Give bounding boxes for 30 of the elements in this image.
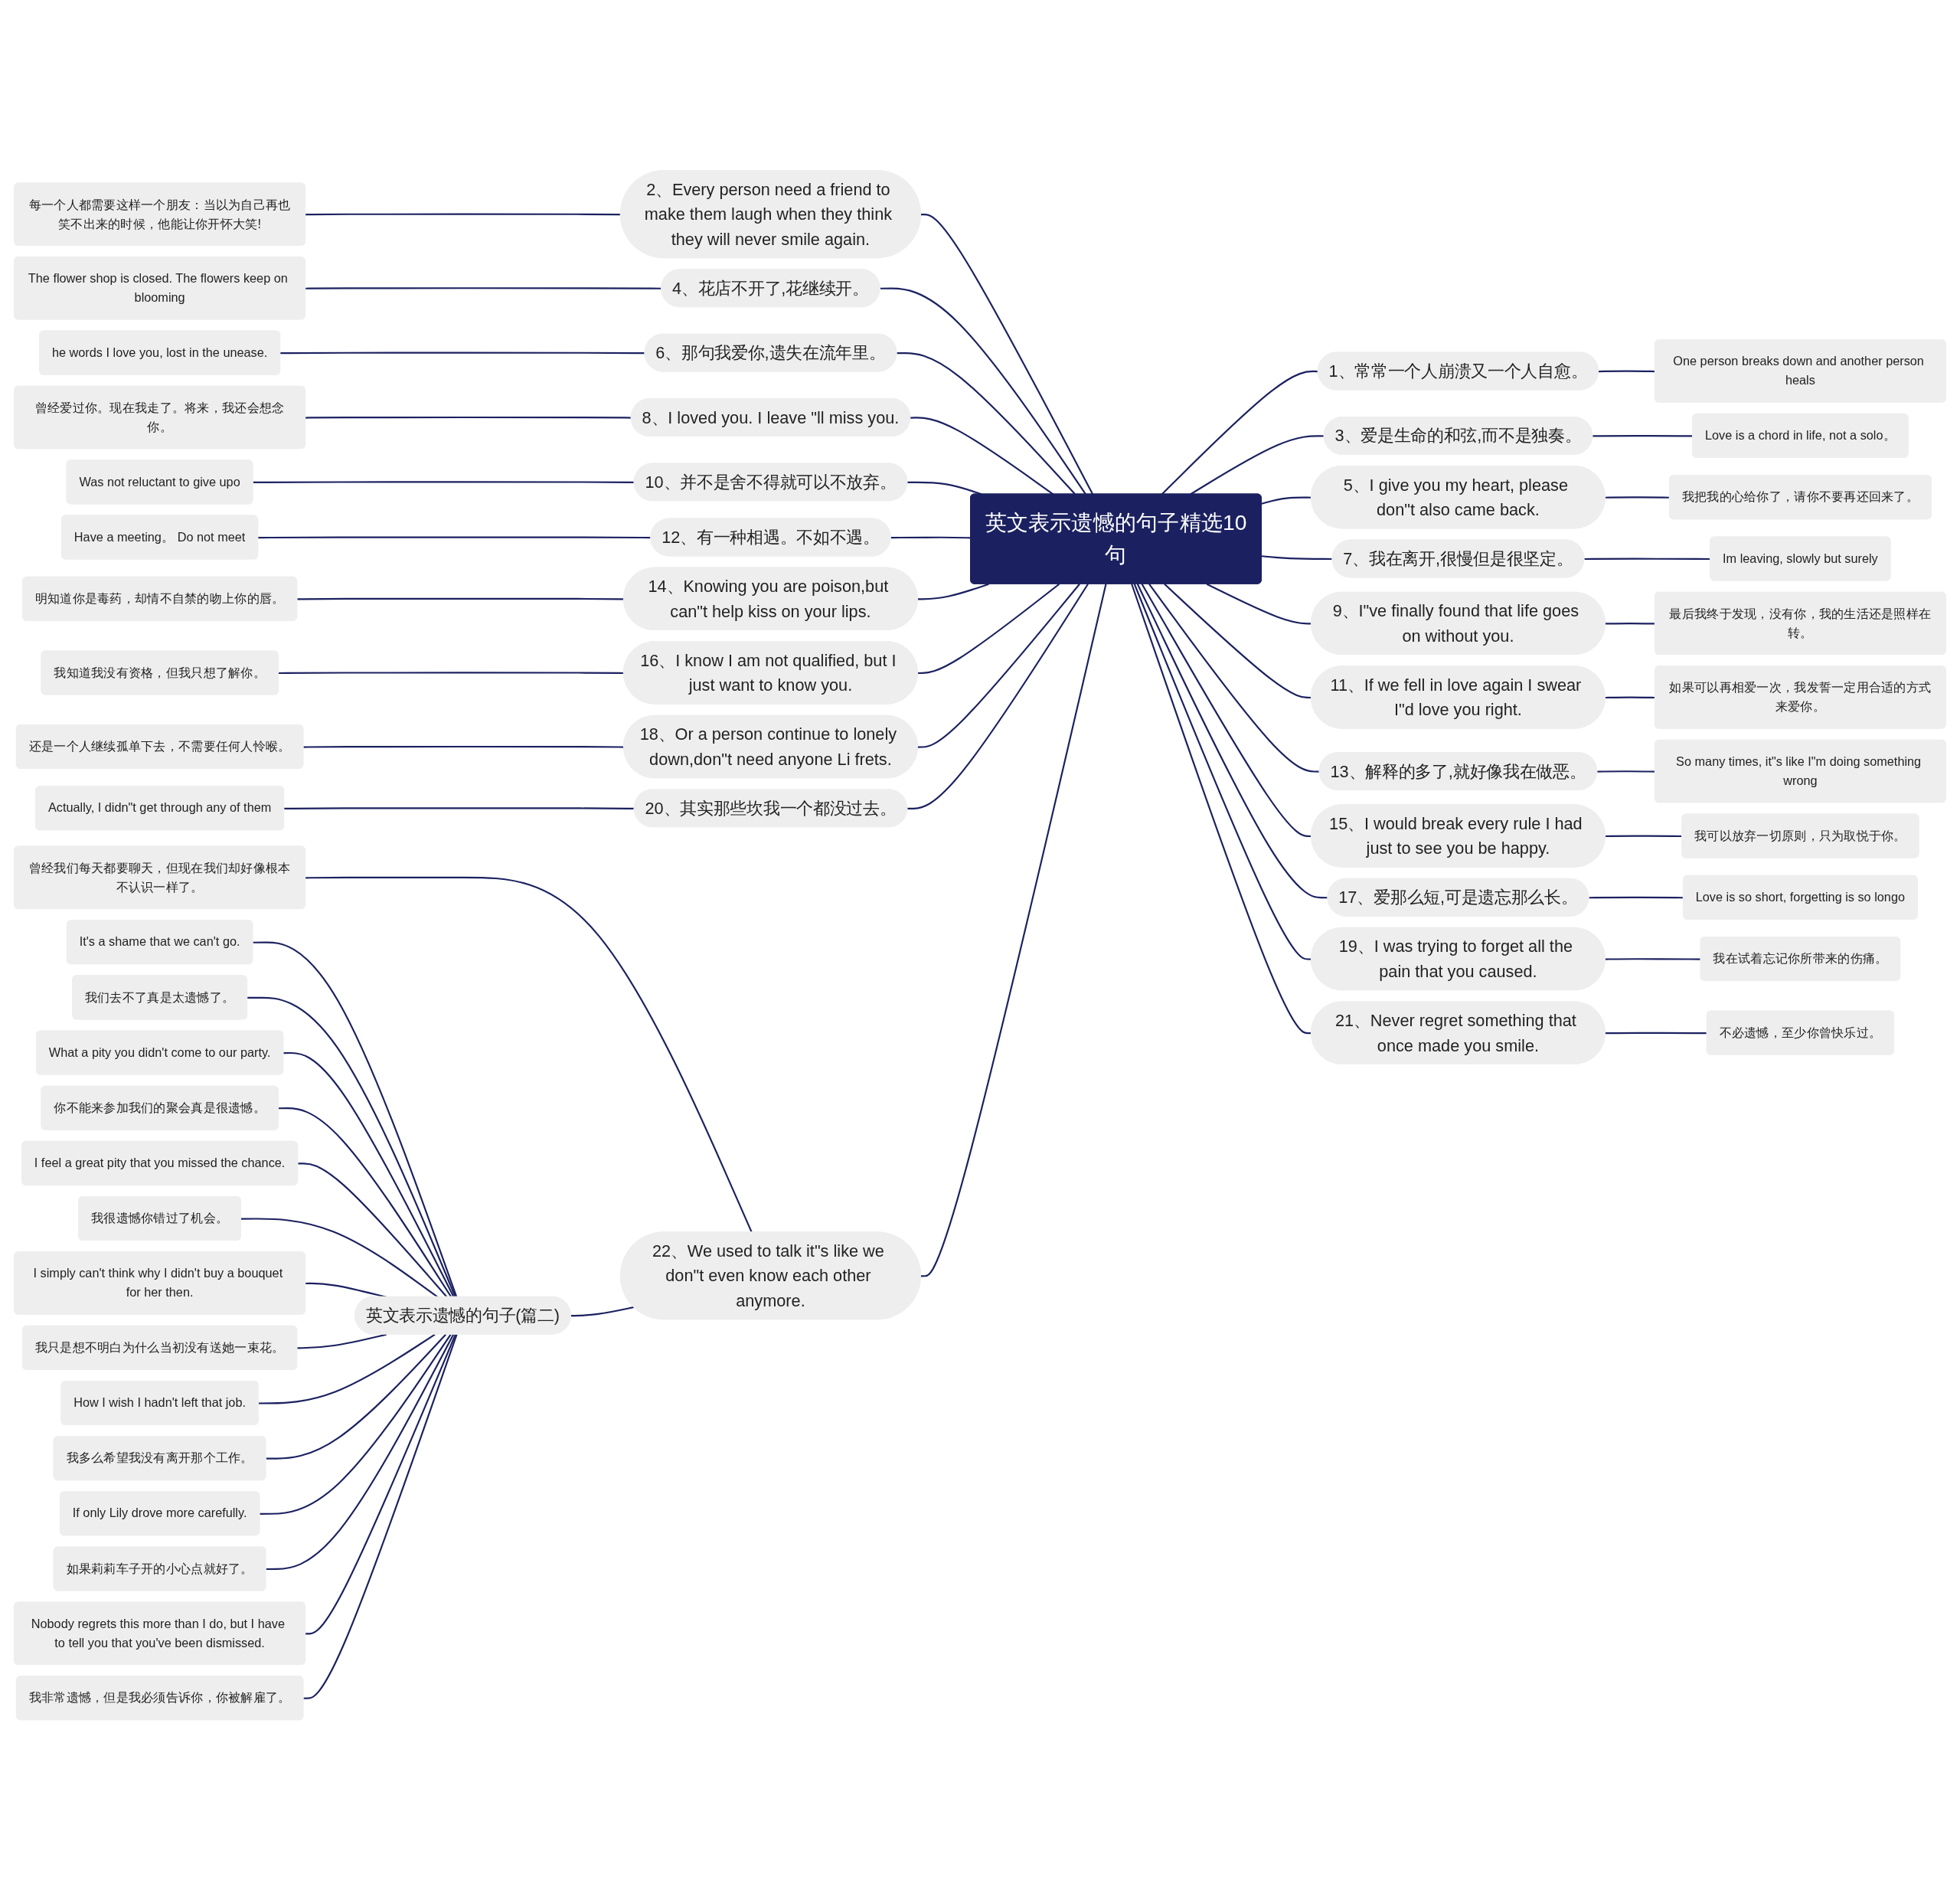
connector <box>907 583 1089 809</box>
connector <box>1136 584 1328 899</box>
connector <box>253 941 458 1297</box>
connector <box>920 213 1094 495</box>
connector <box>1261 554 1333 560</box>
connector <box>917 583 1080 748</box>
connector <box>305 876 753 1233</box>
connector <box>266 1333 447 1460</box>
connector <box>258 536 652 538</box>
connector <box>1148 583 1320 773</box>
connector <box>920 584 1107 1277</box>
connector <box>280 352 645 355</box>
connector <box>253 481 635 483</box>
connector <box>260 1333 452 1515</box>
connector <box>266 1333 455 1570</box>
connector <box>303 1334 458 1699</box>
connector <box>297 1333 387 1349</box>
connector <box>917 583 989 600</box>
connector <box>247 996 456 1297</box>
connector <box>917 583 1060 674</box>
connector <box>570 1306 635 1317</box>
connector <box>305 1333 456 1635</box>
connector <box>258 1333 436 1404</box>
connector <box>305 213 621 216</box>
connector <box>284 807 635 809</box>
connector <box>305 416 632 419</box>
connector <box>897 352 1076 495</box>
connector <box>880 287 1087 495</box>
connector <box>1605 1032 1707 1035</box>
connector <box>1605 957 1701 960</box>
